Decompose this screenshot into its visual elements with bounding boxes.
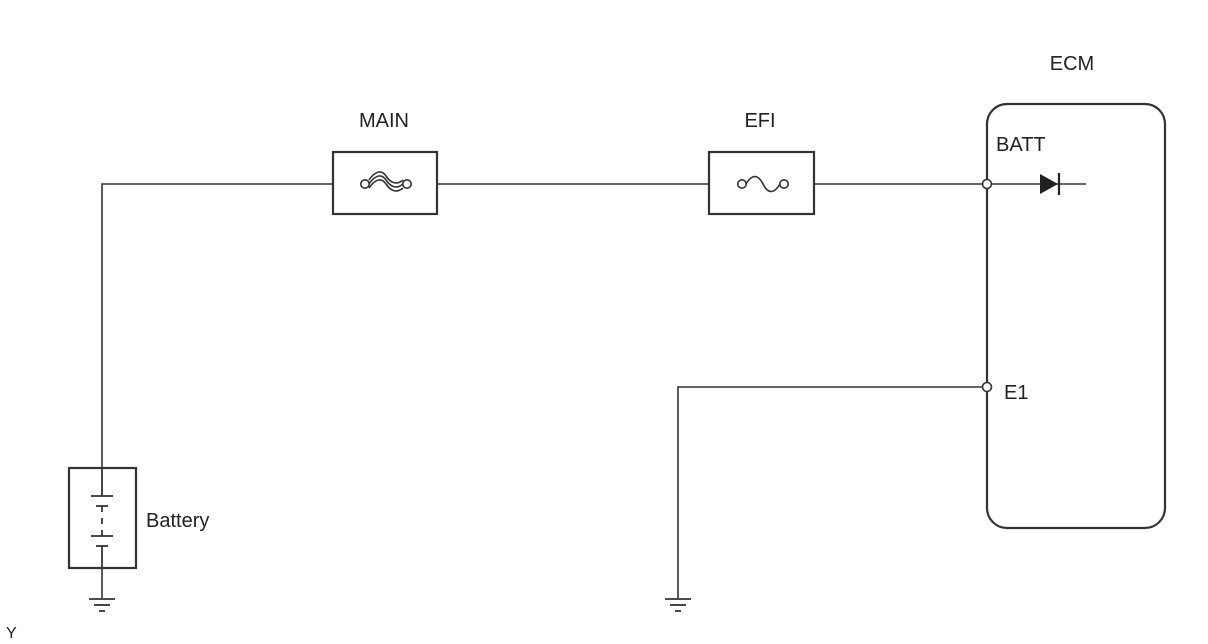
corner-mark: Y bbox=[6, 625, 17, 642]
ground-icon bbox=[665, 598, 691, 612]
efi-fuse bbox=[707, 150, 816, 216]
battery bbox=[67, 466, 138, 570]
main-fuse bbox=[331, 150, 439, 216]
ground-icon bbox=[89, 598, 115, 612]
batt-terminal bbox=[981, 178, 993, 190]
batt-terminal-label: BATT bbox=[996, 134, 1046, 156]
ecm-box bbox=[985, 102, 1167, 530]
efi-fuse-label: EFI bbox=[744, 110, 775, 132]
battery-label: Battery bbox=[146, 510, 209, 532]
efi-fuse-box bbox=[707, 150, 816, 216]
e1-terminal bbox=[981, 381, 993, 393]
fuse-icon bbox=[745, 175, 781, 193]
diode-icon bbox=[1040, 173, 1061, 195]
main-fuse-label: MAIN bbox=[359, 110, 409, 132]
battery-cell-icon bbox=[91, 468, 113, 568]
e1-terminal-label: E1 bbox=[1004, 382, 1028, 404]
battery-positive-wire bbox=[101, 183, 333, 468]
ecm-label: ECM bbox=[1050, 53, 1094, 75]
fusible-link-icon bbox=[368, 171, 404, 192]
e1-ground-wire bbox=[677, 386, 983, 598]
